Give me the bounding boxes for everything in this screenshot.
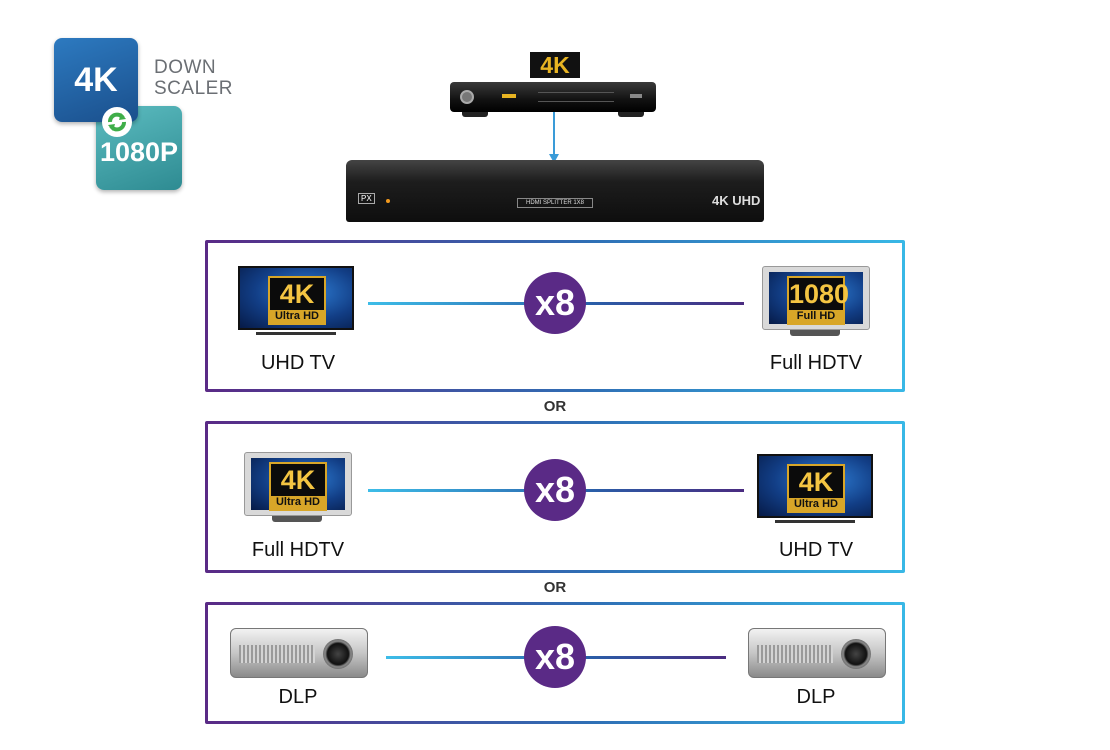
tv-stand <box>790 330 840 336</box>
badge-4k-text: 4K <box>74 60 118 99</box>
4k-ultra-hd-icon: 4K Ultra HD <box>268 276 326 325</box>
uhd-tv-icon: 4K Ultra HD <box>757 454 873 518</box>
splitter-panel: HDMI SPLITTER 1X8 <box>517 198 593 208</box>
tv-stand <box>272 516 322 522</box>
uhd-tv-icon: 4K Ultra HD <box>238 266 354 330</box>
row2-right-label: UHD TV <box>778 539 854 561</box>
downscaler-label: DOWN SCALER <box>154 57 233 99</box>
multiplier-text-2: x8 <box>534 469 576 510</box>
splitter-brand: PX <box>358 193 375 204</box>
emblem-small-text: Ultra HD <box>789 498 843 511</box>
multiplier-text-1: x8 <box>534 282 576 323</box>
hdmi-splitter-device <box>346 160 764 222</box>
row1-right-label: Full HDTV <box>769 352 863 374</box>
row2-left-label: Full HDTV <box>251 539 345 561</box>
emblem-big-text: 4K <box>798 467 834 497</box>
or-separator-2: OR <box>543 579 567 596</box>
multiplier-badge-3: x8 <box>524 626 586 688</box>
emblem-big-text: 4K <box>280 465 316 495</box>
row3-right-label: DLP <box>796 686 836 708</box>
player-foot-left <box>462 112 488 117</box>
row3-left-label: DLP <box>278 686 318 708</box>
4k-ultra-hd-icon: 4K Ultra HD <box>269 462 327 511</box>
badge-1080p: 1080P <box>96 106 182 190</box>
source-tag-text: 4K <box>540 51 570 78</box>
full-hdtv-icon: 4K Ultra HD <box>244 452 352 516</box>
emblem-big-text: 1080 <box>789 279 850 309</box>
projector-icon <box>748 628 886 678</box>
refresh-icon <box>102 107 132 137</box>
arrow-down-icon <box>549 112 559 163</box>
multiplier-text-3: x8 <box>534 636 576 677</box>
emblem-small-text: Full HD <box>789 310 843 323</box>
full-hdtv-icon: 1080 Full HD <box>762 266 870 330</box>
1080-full-hd-icon: 1080 Full HD <box>787 276 850 325</box>
badge-1080p-text: 1080P <box>99 137 179 167</box>
emblem-big-text: 4K <box>279 279 315 309</box>
row1-left-label: UHD TV <box>260 352 336 374</box>
splitter-logo: 4K UHD <box>712 193 761 208</box>
downscaler-label-line1: DOWN <box>154 57 217 78</box>
status-led-icon <box>386 199 390 203</box>
downscaler-label-line2: SCALER <box>154 78 234 99</box>
4k-ultra-hd-icon: 4K Ultra HD <box>787 464 845 513</box>
multiplier-badge-1: x8 <box>524 272 586 334</box>
media-player-icon <box>450 82 656 112</box>
projector-icon <box>230 628 368 678</box>
emblem-small-text: Ultra HD <box>271 496 325 509</box>
tv-stand <box>775 520 855 523</box>
multiplier-badge-2: x8 <box>524 459 586 521</box>
tv-stand <box>256 332 336 335</box>
or-separator-1: OR <box>543 398 567 415</box>
source-4k-tag: 4K <box>530 52 580 78</box>
emblem-small-text: Ultra HD <box>270 310 324 323</box>
player-foot-right <box>618 112 644 117</box>
